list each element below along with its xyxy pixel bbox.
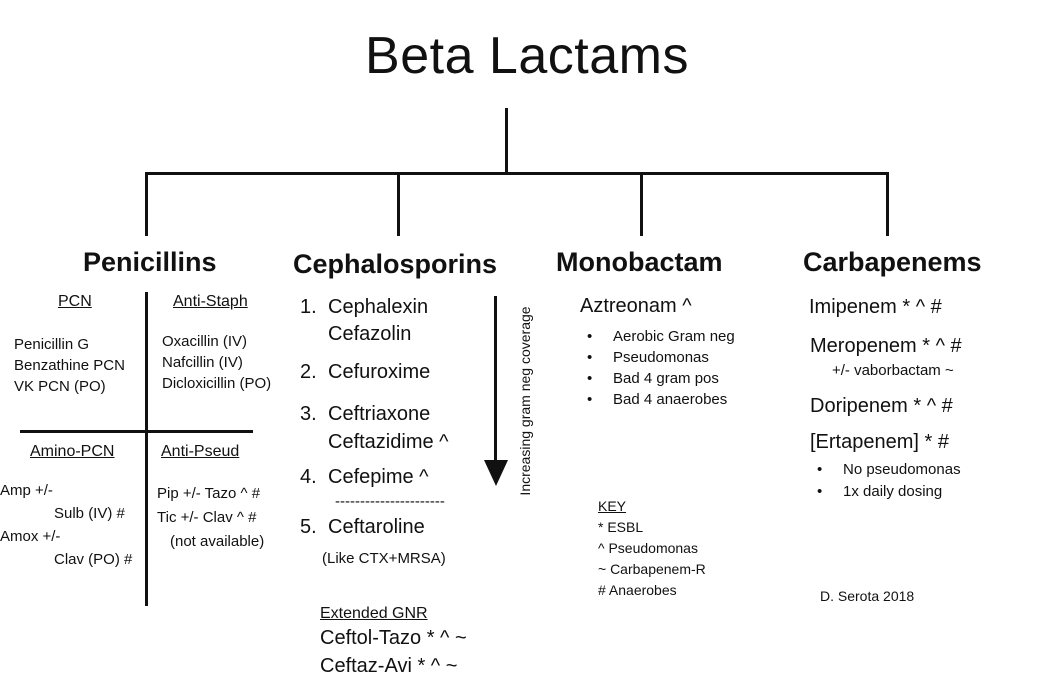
branch-bar xyxy=(145,172,889,175)
ceph-gen-1: 1. Cephalexin Cefazolin xyxy=(300,294,428,348)
ceph-drug: Cefuroxime xyxy=(328,361,431,383)
amino-pcn-line: Clav (PO) # xyxy=(54,551,133,568)
monobactam-bullet: Aerobic Gram neg xyxy=(578,326,735,347)
key-item: * ESBL xyxy=(598,519,644,535)
anti-staph-item: Dicloxicillin (PO) xyxy=(162,375,272,392)
branch-carbapenems xyxy=(886,172,889,236)
key-label: KEY xyxy=(598,498,627,514)
pcn-item: VK PCN (PO) xyxy=(14,378,106,395)
ertapenem-bullet: 1x daily dosing xyxy=(808,481,961,503)
monobactam-bullets: Aerobic Gram neg Pseudomonas Bad 4 gram … xyxy=(578,326,735,410)
amino-pcn-line: Amp +/- xyxy=(0,482,53,499)
extended-gnr-item: Ceftol-Tazo * ^ ~ xyxy=(320,627,467,649)
branch-cephalosporins xyxy=(397,172,400,236)
heading-penicillins: Penicillins xyxy=(83,247,217,277)
anti-pseud-item: (not available) xyxy=(170,533,265,550)
anti-staph-label: Anti-Staph xyxy=(173,293,248,310)
ceph-gen-number: 3. xyxy=(300,403,317,425)
pcn-item: Penicillin G xyxy=(14,336,90,353)
anti-staph-item: Oxacillin (IV) xyxy=(162,333,248,350)
ceph-drug: Ceftaroline xyxy=(328,516,425,538)
amino-pcn-line: Sulb (IV) # xyxy=(54,505,125,522)
ceph-drug: Cefazolin xyxy=(328,323,412,345)
ertapenem-bullet: No pseudomonas xyxy=(808,459,961,481)
aztreonam: Aztreonam ^ xyxy=(580,295,692,317)
monobactam-bullet: Bad 4 anaerobes xyxy=(578,389,735,410)
heading-carbapenems: Carbapenems xyxy=(803,247,982,277)
author-credit: D. Serota 2018 xyxy=(820,588,915,604)
anti-pseud-item: Pip +/- Tazo ^ # xyxy=(157,485,261,502)
ceph-gen-4: 4. Cefepime ^ xyxy=(300,466,429,489)
ceph-gen-number: 1. xyxy=(300,296,317,318)
pcn-list: Penicillin G Benzathine PCN VK PCN (PO) xyxy=(14,334,125,397)
coverage-arrow-head-icon xyxy=(484,460,508,486)
key-item: ~ Carbapenem-R xyxy=(598,561,706,577)
ceph-drug: Ceftriaxone xyxy=(328,403,431,425)
carbapenem-drug: Doripenem * ^ # xyxy=(810,395,953,417)
coverage-arrow-label: Increasing gram neg coverage xyxy=(517,306,533,496)
anti-staph-list: Oxacillin (IV) Nafcillin (IV) Dicloxicil… xyxy=(162,331,271,394)
ceph-gen-2: 2. Cefuroxime xyxy=(300,361,430,384)
key-block: KEY * ESBL ^ Pseudomonas ~ Carbapenem-R … xyxy=(598,496,706,601)
key-item: ^ Pseudomonas xyxy=(598,540,698,556)
key-item: # Anaerobes xyxy=(598,582,677,598)
ceph-separator: ---------------------- xyxy=(335,493,445,510)
heading-cephalosporins: Cephalosporins xyxy=(293,249,498,279)
amino-pcn-label: Amino-PCN xyxy=(30,443,115,460)
penicillin-quadrant-vertical xyxy=(145,292,148,606)
meropenem-note: +/- vaborbactam ~ xyxy=(832,362,954,379)
anti-staph-item: Nafcillin (IV) xyxy=(162,354,243,371)
monobactam-bullet: Bad 4 gram pos xyxy=(578,368,735,389)
extended-gnr-item: Ceftaz-Avi * ^ ~ xyxy=(320,655,458,677)
heading-monobactam: Monobactam xyxy=(556,247,723,277)
ceph-gen-number: 5. xyxy=(300,516,317,538)
ceph-gen-number: 2. xyxy=(300,361,317,383)
diagram-title: Beta Lactams xyxy=(365,27,689,85)
monobactam-bullet: Pseudomonas xyxy=(578,347,735,368)
amino-pcn-line: Amox +/- xyxy=(0,528,61,545)
ceph-drug: Cephalexin xyxy=(328,296,429,318)
pcn-item: Benzathine PCN xyxy=(14,357,125,374)
extended-gnr-label: Extended GNR xyxy=(320,605,428,622)
ceph-gen-5: 5. Ceftaroline xyxy=(300,516,425,539)
carbapenem-drug: Meropenem * ^ # xyxy=(810,335,962,357)
branch-penicillins xyxy=(145,172,148,236)
ceph-gen-3: 3. Ceftriaxone Ceftazidime ^ xyxy=(300,400,449,456)
trunk-line xyxy=(505,108,508,174)
penicillin-quadrant-horizontal xyxy=(20,430,253,433)
coverage-arrow-shaft xyxy=(494,296,497,466)
anti-pseud-label: Anti-Pseud xyxy=(161,443,240,460)
anti-pseud-item: Tic +/- Clav ^ # xyxy=(157,509,257,526)
ertapenem-bullets: No pseudomonas 1x daily dosing xyxy=(808,459,961,503)
carbapenem-drug: Imipenem * ^ # xyxy=(809,296,942,318)
branch-monobactam xyxy=(640,172,643,236)
ceftaroline-note: (Like CTX+MRSA) xyxy=(322,550,446,567)
ceph-gen-number: 4. xyxy=(300,466,317,488)
ceph-drug: Ceftazidime ^ xyxy=(328,431,449,453)
pcn-label: PCN xyxy=(58,293,92,310)
ceph-drug: Cefepime ^ xyxy=(328,466,429,488)
carbapenem-drug: [Ertapenem] * # xyxy=(810,431,949,453)
